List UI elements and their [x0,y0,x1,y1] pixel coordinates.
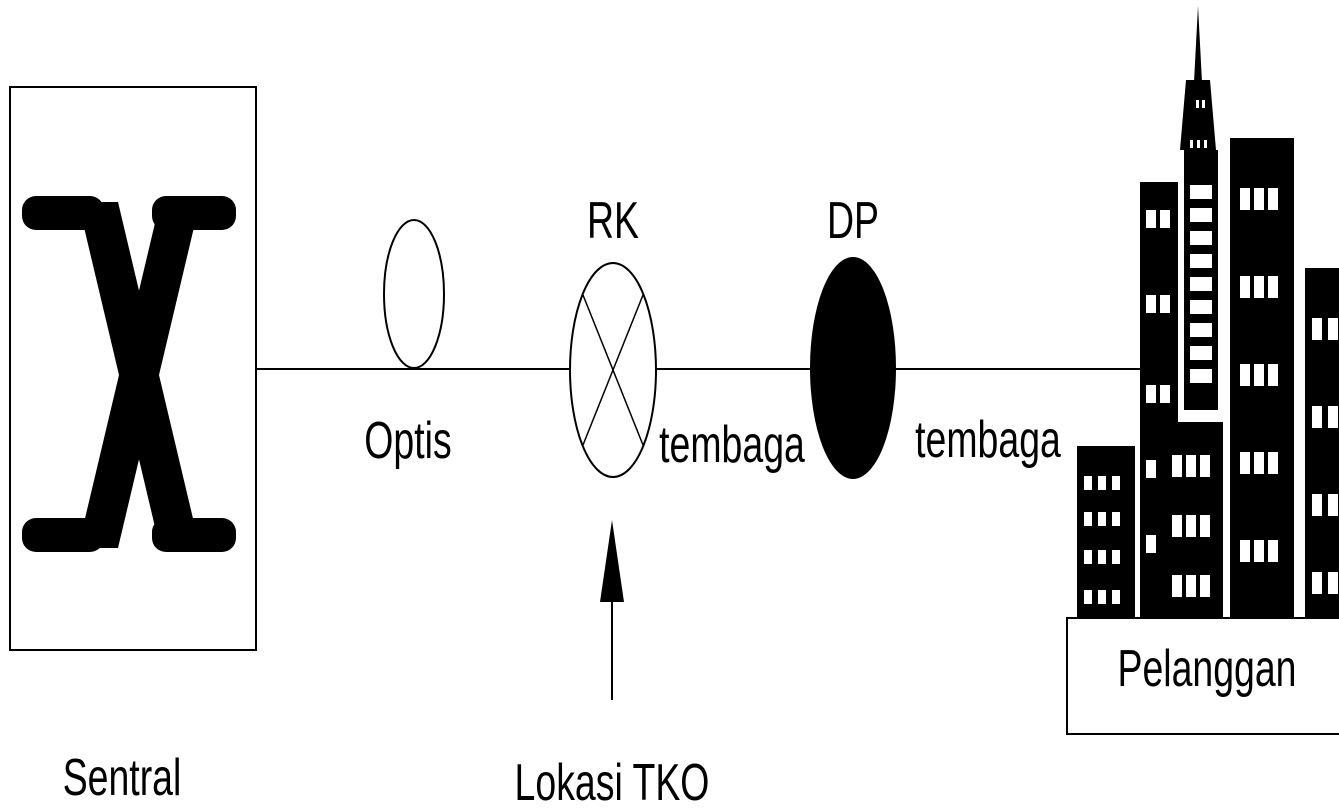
sentral-label: Sentral [63,748,182,807]
sentral-node [9,86,257,651]
pelanggan-box [1066,617,1339,735]
optis-ellipse [383,219,445,369]
tembaga-label-1: tembaga [659,415,805,474]
rk-label: RK [587,191,639,250]
pelanggan-label: Pelanggan [1117,639,1296,698]
dp-label: DP [827,191,879,250]
tko-arrow [600,520,624,700]
city-buildings-icon [1066,6,1339,735]
optis-label: Optis [364,411,451,470]
cross-circle-icon [569,262,657,478]
switch-x-icon [22,196,236,552]
filled-ellipse-icon [810,257,896,479]
tembaga-label-2: tembaga [915,410,1061,469]
tko-label: Lokasi TKO [515,753,710,809]
